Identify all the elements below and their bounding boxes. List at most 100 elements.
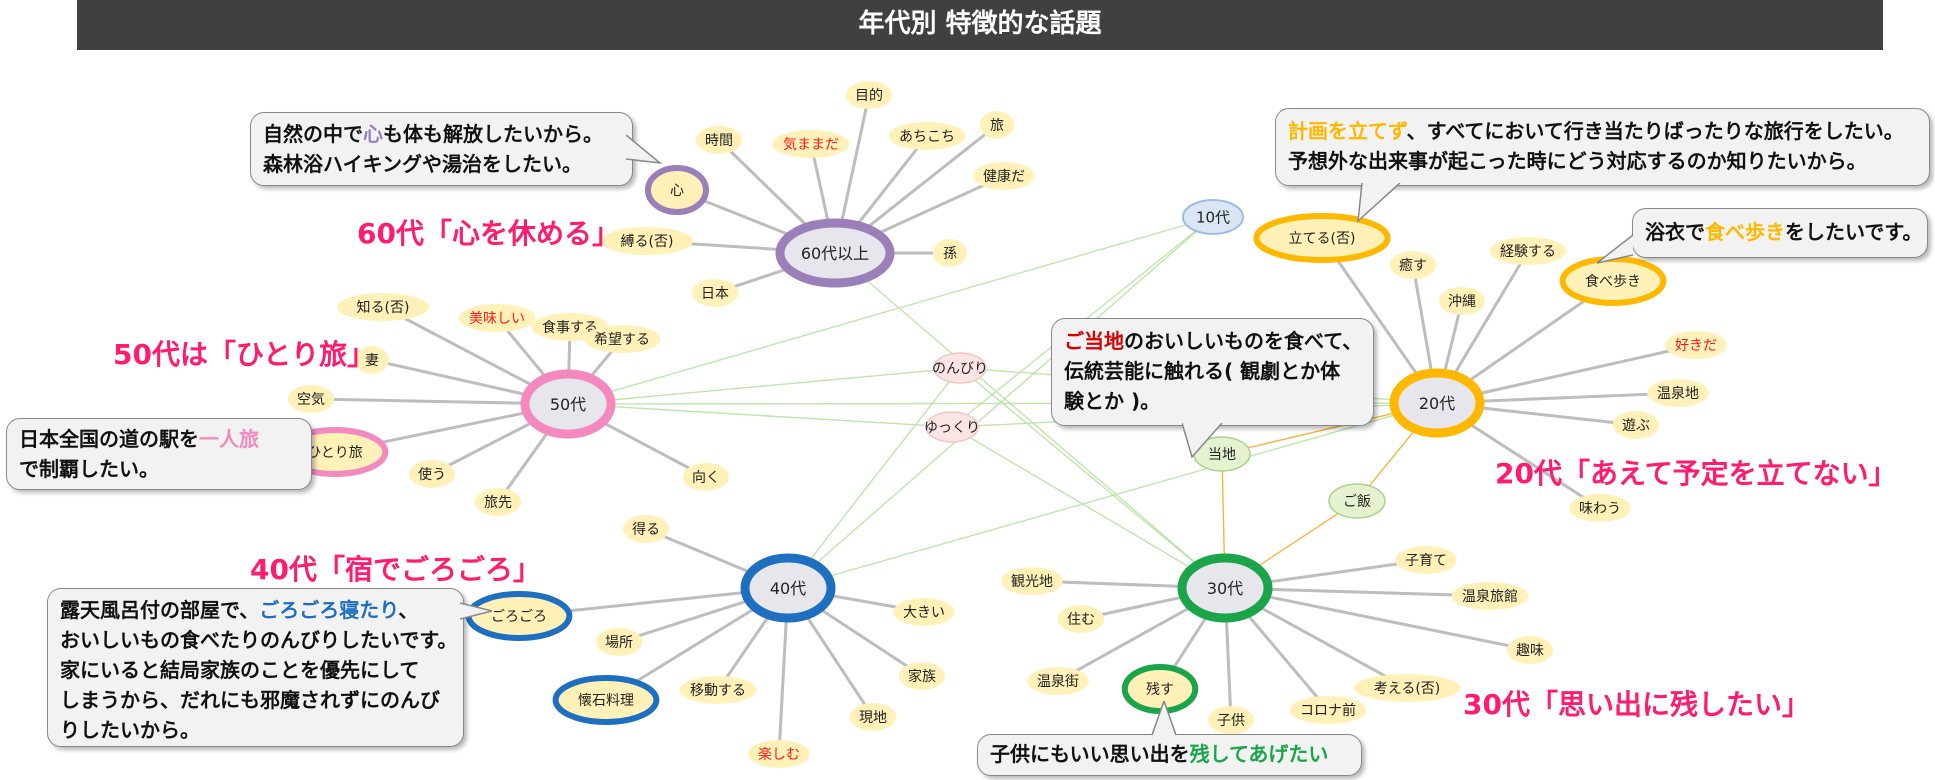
word-node-label: ひとり旅 xyxy=(307,445,363,461)
word-node-label: 沖縄 xyxy=(1448,294,1476,310)
word-node-label: 心 xyxy=(670,183,684,199)
hub-label: 10代 xyxy=(1196,208,1230,226)
word-node: コロナ前 xyxy=(1289,696,1367,724)
word-node: 経験する xyxy=(1489,237,1567,265)
word-node: 旅 xyxy=(980,111,1014,139)
hub-label: 50代 xyxy=(550,395,586,414)
callout-20s-plan: 計画を立てず、すべてにおいて行き当たりばったりな旅行をしたい。 予想外な出来事が… xyxy=(1275,108,1930,223)
word-node: ごろごろ xyxy=(465,591,573,641)
callout-40s-text: おいしいもの食べたりのんびりしたいです。 xyxy=(60,628,458,652)
heading-40s: 40代「宿でごろごろ」 xyxy=(250,553,541,586)
word-node-shape xyxy=(1612,411,1660,439)
word-node-label: 家族 xyxy=(908,668,936,685)
hub-node-h40: 40代 xyxy=(740,553,836,623)
callout-50s-text: 日本全国の道の駅を xyxy=(19,427,199,451)
shared-node-gohan-shape xyxy=(1328,483,1386,519)
word-node-label: 旅先 xyxy=(484,495,512,511)
word-node: 心 xyxy=(645,165,709,215)
word-node-label: 美味しい xyxy=(469,311,525,327)
callout-40s: 露天風呂付の部屋で、ごろごろ寝たり、 おいしいもの食べたりのんびりしたいです。 … xyxy=(47,588,493,747)
hub-ring xyxy=(1177,553,1273,623)
word-node: 使う xyxy=(408,460,456,488)
callout-20s-text: をしたいです。 xyxy=(1785,220,1923,244)
callout-20s-highlight: 計画を立てず xyxy=(1288,119,1407,143)
word-node-label: ごろごろ xyxy=(491,609,547,625)
word-node-shape xyxy=(337,293,429,321)
word-node-label: 現地 xyxy=(859,710,887,726)
callout-50s-text: で制覇したい。 xyxy=(19,457,159,481)
cross-edge xyxy=(951,426,1226,589)
word-node-label: あちこち xyxy=(899,129,955,145)
callout-40s-highlight: ごろごろ寝たり xyxy=(259,598,399,622)
hub-label: 60代以上 xyxy=(801,244,869,263)
shared-node-touchi: 当地 xyxy=(1193,436,1251,472)
word-edge xyxy=(1224,586,1531,652)
word-node-label: 温泉街 xyxy=(1037,673,1079,690)
page-title: 年代別 特徴的な話題 xyxy=(77,0,1883,50)
word-node-label: 得る xyxy=(632,521,660,538)
shared-node-nonbiri: のんびり xyxy=(932,352,988,384)
cross-edge xyxy=(787,367,961,589)
callout-50s: 日本全国の道の駅を一人旅 で制覇したい。 xyxy=(6,418,312,490)
word-node-label: 健康だ xyxy=(983,168,1025,185)
word-node-label: 移動する xyxy=(690,683,746,699)
shared-node-yukkuri-shape xyxy=(925,411,979,443)
callout-tail xyxy=(1597,234,1634,264)
callout-20s-text: 伝統芸能に触れる( 観劇とか体 xyxy=(1064,359,1341,383)
word-node-label: 懐石料理 xyxy=(578,692,634,709)
word-node-shape xyxy=(980,111,1014,139)
hub-ring xyxy=(1389,368,1485,438)
word-node: あちこち xyxy=(888,122,966,150)
hub-ring xyxy=(740,553,836,623)
callout-40s-text: りしたいから。 xyxy=(60,718,200,742)
word-node-shape xyxy=(682,463,730,491)
word-node-shape xyxy=(1451,582,1529,610)
word-node-label: 孫 xyxy=(943,246,957,262)
word-node: 孫 xyxy=(933,239,967,267)
edge-layer xyxy=(310,94,1697,755)
word-node: 子供 xyxy=(1207,706,1255,734)
callout-30s-highlight: 残してあげたい xyxy=(1189,742,1329,766)
callout-20s-text: 験とか )。 xyxy=(1064,389,1161,413)
word-node: 旅先 xyxy=(474,488,522,516)
word-node: 空気 xyxy=(287,385,335,413)
word-node-shape xyxy=(845,81,893,109)
word-node-label: 楽しむ xyxy=(758,747,800,763)
word-node-label: 場所 xyxy=(605,635,633,651)
word-node: 場所 xyxy=(595,628,643,656)
word-node-shape xyxy=(898,662,946,690)
word-node-label: 旅 xyxy=(990,118,1004,134)
word-node-shape xyxy=(583,325,661,353)
shared-node-gohan: ご飯 xyxy=(1328,483,1386,519)
word-node: 観光地 xyxy=(1001,567,1063,595)
word-node: 時間 xyxy=(695,126,743,154)
word-node-shape xyxy=(1395,546,1457,574)
heading-50s: 50代は「ひとり旅」 xyxy=(113,338,376,371)
word-node-shape xyxy=(772,130,850,158)
word-node-shape xyxy=(1489,237,1567,265)
word-node-shape xyxy=(1506,636,1554,664)
word-node-label: 子育て xyxy=(1405,553,1447,569)
cross-edge xyxy=(567,403,953,428)
word-node: 気ままだ xyxy=(772,130,850,158)
word-node: 希望する xyxy=(583,325,661,353)
word-node-label: 住む xyxy=(1067,612,1095,628)
word-node-label: 気ままだ xyxy=(783,137,839,153)
word-node-shape xyxy=(1207,706,1255,734)
word-node: 家族 xyxy=(898,662,946,690)
word-node: 遊ぶ xyxy=(1612,411,1660,439)
callout-40s-text: 、 xyxy=(398,598,419,622)
callout-20s-local: ご当地のおいしいものを食べて、 伝統芸能に触れる( 観劇とか体 験とか )。 xyxy=(1051,318,1374,459)
word-node-shape xyxy=(679,676,757,704)
word-node-shape xyxy=(287,385,335,413)
word-node: 美味しい xyxy=(458,304,536,332)
word-node-label: 経験する xyxy=(1500,244,1556,260)
cross-edge xyxy=(567,216,1214,405)
word-node-label: 向く xyxy=(692,470,720,486)
callout-40s-text: 露天風呂付の部屋で、 xyxy=(60,598,260,622)
word-node-label: 癒す xyxy=(1399,258,1427,274)
callout-tail xyxy=(460,602,493,620)
word-node-shape xyxy=(1353,674,1461,702)
shared-node-nonbiri-shape xyxy=(933,352,987,384)
hub-ring xyxy=(520,369,616,439)
